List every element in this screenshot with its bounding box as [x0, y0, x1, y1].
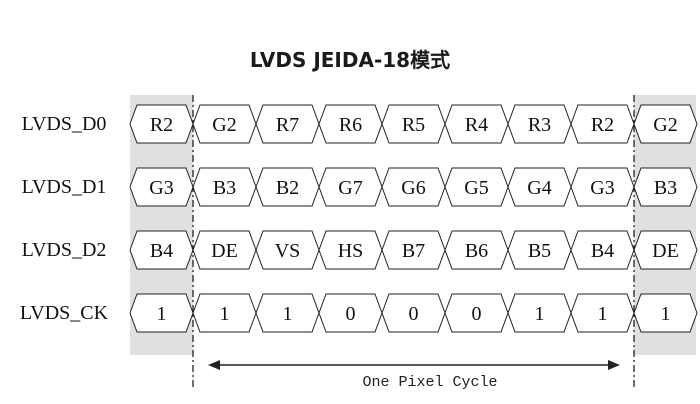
signal-cell-label: G7 [338, 177, 362, 199]
signal-cell-label: B5 [528, 240, 551, 262]
lane-label-d1: LVDS_D1 [21, 176, 107, 198]
signal-cell-label: R7 [276, 114, 299, 136]
signal-cell-label: 1 [535, 303, 545, 325]
signal-cell-label: R6 [339, 114, 362, 136]
signal-cell-label: B7 [402, 240, 425, 262]
signal-cell [633, 293, 698, 333]
signal-cell-label: G3 [149, 177, 173, 199]
signal-cell [633, 230, 698, 270]
signal-cell-label: B4 [591, 240, 614, 262]
signal-cell-label: G4 [527, 177, 551, 199]
signal-cell-label: B3 [213, 177, 236, 199]
arrow-right-head [608, 360, 620, 370]
signal-cell-label: DE [652, 240, 679, 262]
signal-cell-label: B6 [465, 240, 488, 262]
lane-label-ck: LVDS_CK [19, 302, 109, 324]
signal-cell-label: VS [275, 240, 301, 262]
signal-cell-label: 1 [220, 303, 230, 325]
signal-cell-label: 1 [661, 303, 671, 325]
signal-cell-label: 0 [472, 303, 482, 325]
signal-cell-label: G3 [590, 177, 614, 199]
cycle-markers [192, 95, 635, 390]
signal-cell-label: B4 [150, 240, 173, 262]
signal-cell-label: G2 [212, 114, 236, 136]
signal-cell-label: HS [338, 240, 364, 262]
signal-cell-label: R3 [528, 114, 551, 136]
signal-cell-label: 0 [409, 303, 419, 325]
signal-cell-label: 1 [157, 303, 167, 325]
signal-cell-label: B2 [276, 177, 299, 199]
signal-cell-label: B3 [654, 177, 677, 199]
signal-cell-label: R5 [402, 114, 425, 136]
lane-label-d0: LVDS_D0 [21, 113, 107, 135]
signal-cell-label: G2 [653, 114, 677, 136]
signal-cell-label: R2 [591, 114, 614, 136]
signal-cell [633, 104, 698, 144]
signal-cell-label: R4 [465, 114, 488, 136]
diagram-title: LVDS JEIDA-18模式 [249, 48, 451, 72]
signal-cell-label: R2 [150, 114, 173, 136]
signal-cell-label: 0 [346, 303, 356, 325]
lane-label-d2: LVDS_D2 [21, 239, 107, 261]
signal-cell-label: DE [211, 240, 238, 262]
cycle-label: One Pixel Cycle [362, 374, 498, 391]
signal-cell [633, 167, 698, 207]
signal-cell-label: G6 [401, 177, 425, 199]
signal-cell-label: 1 [598, 303, 608, 325]
arrow-left-head [208, 360, 220, 370]
signal-cell-label: 1 [283, 303, 293, 325]
signal-cell-label: G5 [464, 177, 488, 199]
